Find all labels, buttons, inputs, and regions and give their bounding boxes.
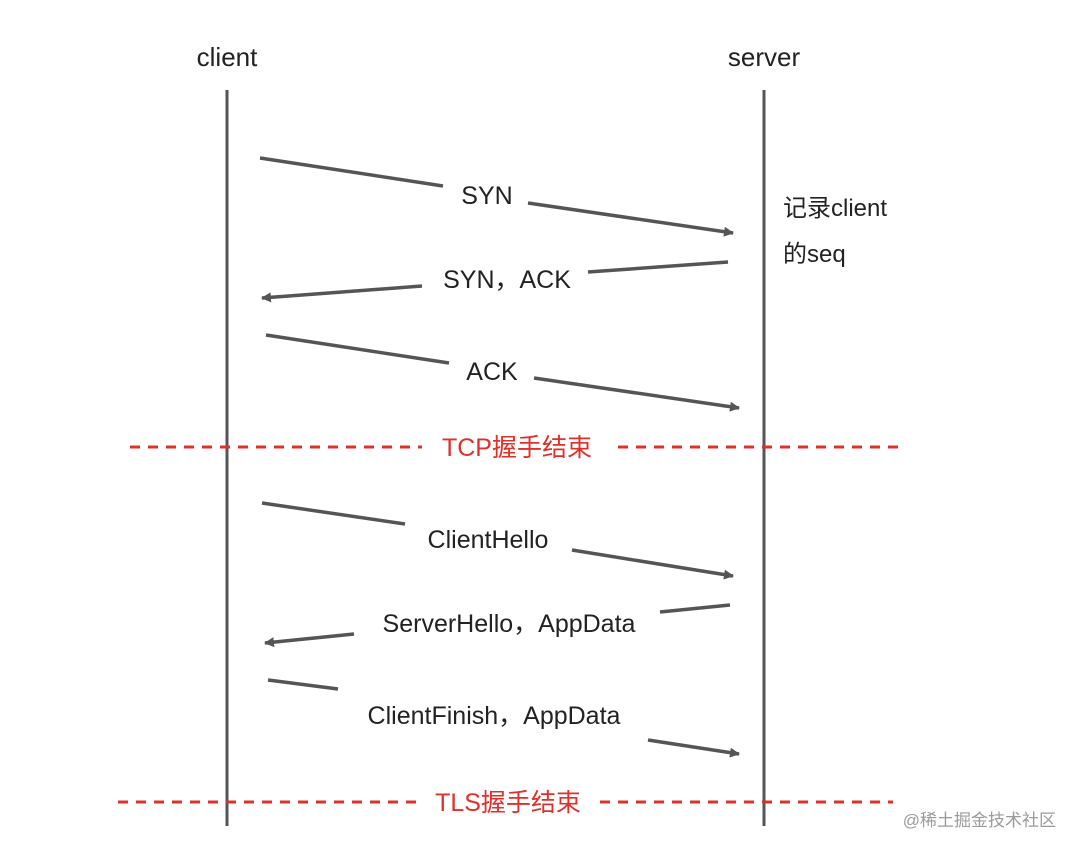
tls-separator-label: TLS握手结束 xyxy=(435,789,581,817)
message-syn-label: SYN xyxy=(461,182,512,210)
participant-client-label: client xyxy=(197,42,258,72)
message-serverhello: ServerHello，AppData xyxy=(264,603,731,648)
message-clientfinish-arrow-head xyxy=(647,738,740,758)
message-clienthello: ClientHello xyxy=(261,501,734,580)
message-clienthello-arrow-tail xyxy=(261,501,406,526)
message-clienthello-arrow-head xyxy=(571,548,734,580)
message-syn-arrow-head xyxy=(527,201,734,237)
message-syn-ack: SYN，ACK xyxy=(261,260,729,303)
message-serverhello-arrow-tail xyxy=(659,603,731,614)
message-ack-arrow-head xyxy=(533,376,740,412)
participant-server-label: server xyxy=(728,42,801,72)
message-syn-ack-arrow-head xyxy=(261,284,423,303)
message-syn-ack-label: SYN，ACK xyxy=(443,266,571,294)
tcp-separator: TCP握手结束 xyxy=(130,434,905,462)
tcp-separator-label: TCP握手结束 xyxy=(442,434,592,462)
message-clienthello-label: ClientHello xyxy=(428,526,549,554)
tls-separator: TLS握手结束 xyxy=(118,789,893,817)
server-note-line2: 的seq xyxy=(783,241,846,268)
message-syn: SYN xyxy=(259,156,734,237)
message-ack: ACK xyxy=(265,333,740,412)
message-syn-arrow-tail xyxy=(259,156,444,188)
message-serverhello-label: ServerHello，AppData xyxy=(383,610,636,638)
message-serverhello-arrow-head xyxy=(264,632,355,648)
message-ack-label: ACK xyxy=(466,358,518,386)
message-ack-arrow-tail xyxy=(265,333,450,365)
message-clientfinish-arrow-tail xyxy=(267,678,339,691)
message-clientfinish: ClientFinish，AppData xyxy=(267,678,740,758)
message-syn-ack-arrow-tail xyxy=(587,260,729,274)
watermark: @稀土掘金技术社区 xyxy=(903,811,1056,830)
message-clientfinish-label: ClientFinish，AppData xyxy=(368,702,621,730)
server-note-line1: 记录client xyxy=(783,195,887,222)
